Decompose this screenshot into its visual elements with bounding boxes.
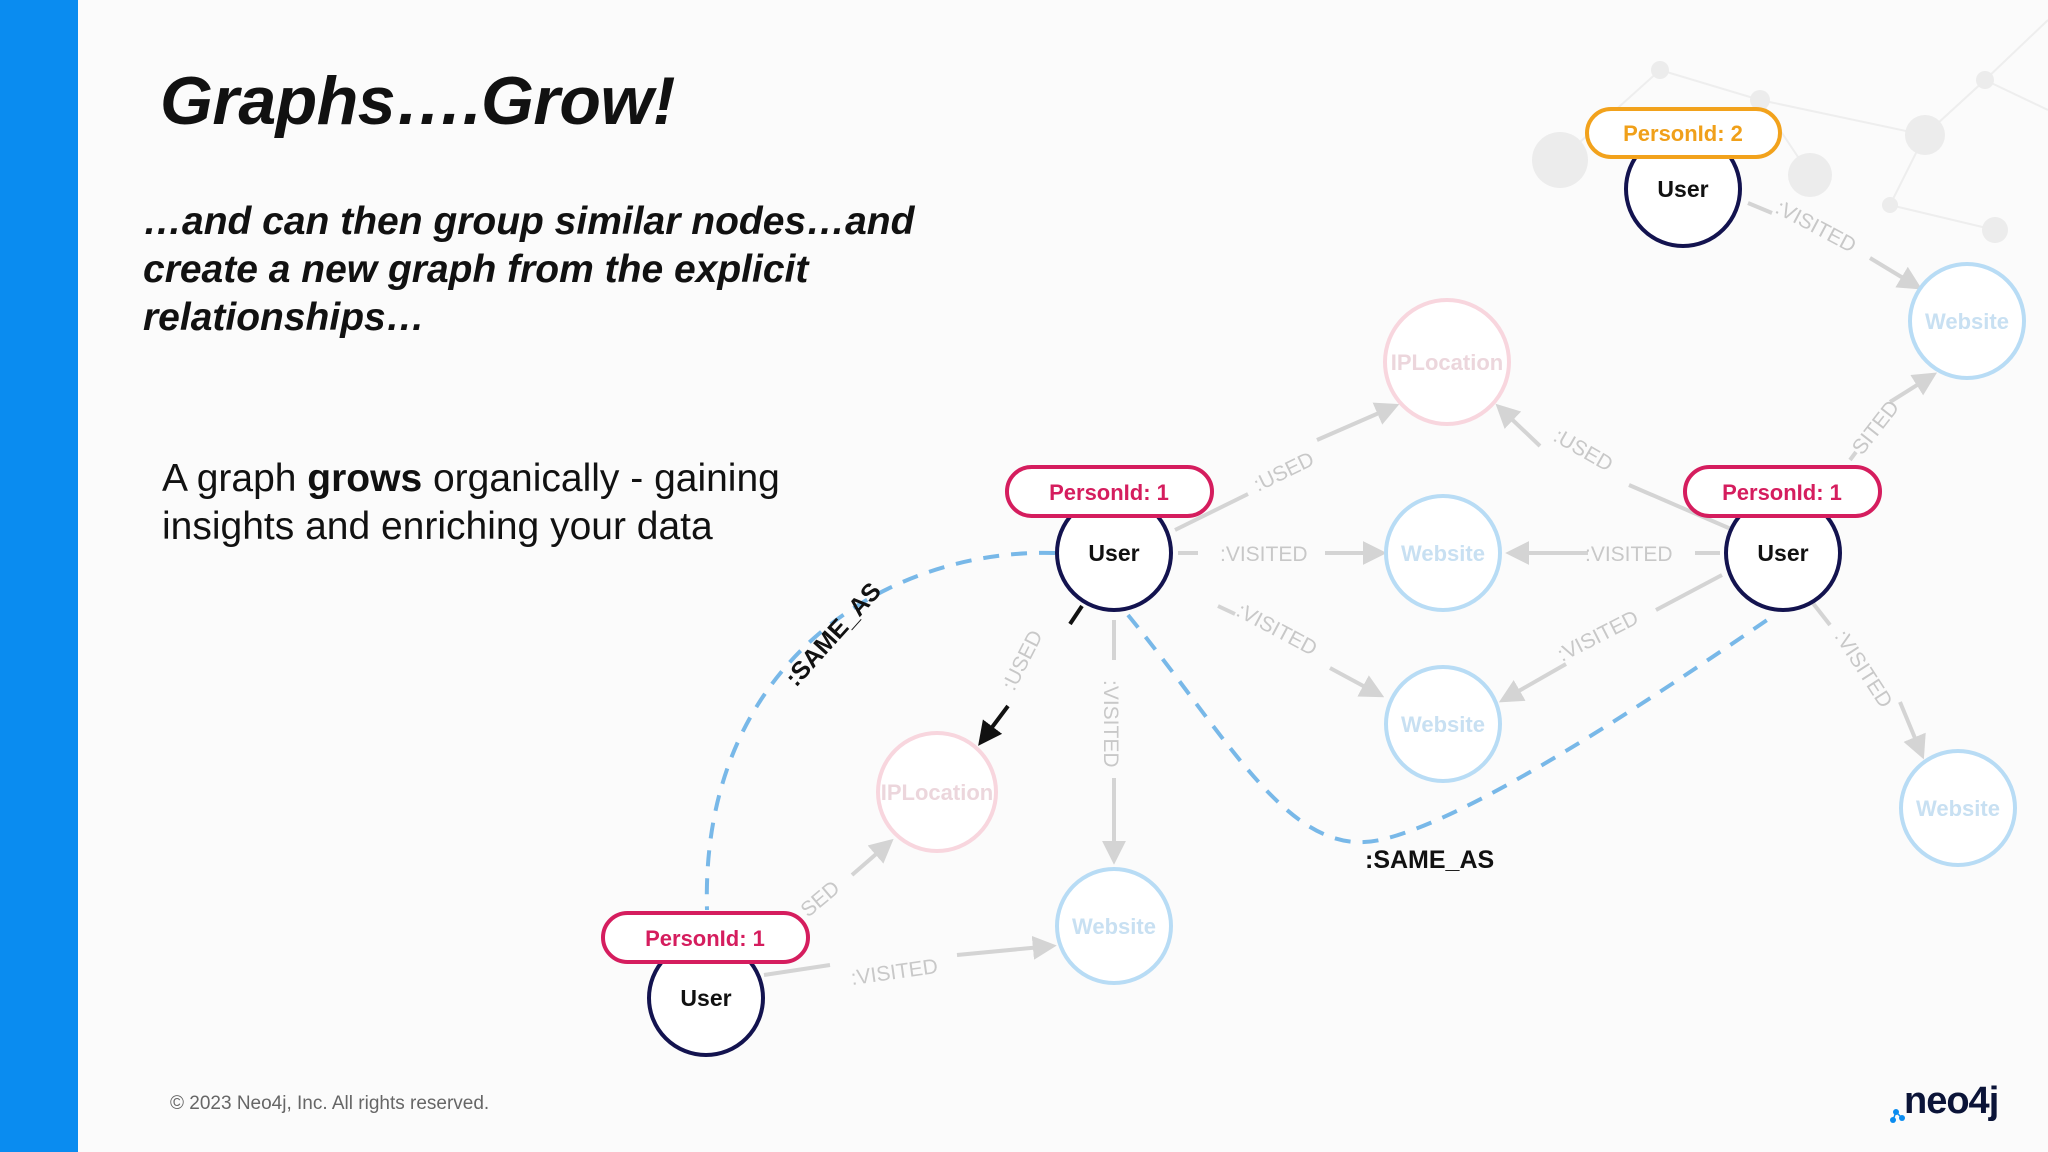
person-id-badge-right: PersonId: 1 xyxy=(1683,465,1882,518)
website-node: Website xyxy=(1055,867,1173,985)
user-node-right: User xyxy=(1724,494,1842,612)
rel-label-used: :USED xyxy=(1250,448,1318,497)
slide-title: Graphs….Grow! xyxy=(160,63,675,139)
rel-label-visited: :VISITED xyxy=(1099,680,1122,768)
rel-label-visited: :VISITED xyxy=(1220,543,1308,566)
rel-label-visited: :VISITED xyxy=(1554,606,1642,666)
rel-label-used-partial: SED xyxy=(796,876,844,921)
rel-label-visited: :VISITED xyxy=(849,955,939,990)
person-id-badge-top-right: PersonId: 2 xyxy=(1585,107,1782,159)
accent-bar xyxy=(0,0,78,1152)
svg-text:PersonId: 2: PersonId: 2 xyxy=(1623,121,1743,146)
rel-label-visited: :VISITED xyxy=(1233,599,1321,660)
rel-label-used: :USED xyxy=(998,627,1048,695)
svg-text:PersonId: 1: PersonId: 1 xyxy=(1722,480,1842,505)
rel-label-visited: :VISITED xyxy=(1585,543,1673,566)
rel-label-used: :USED xyxy=(1550,424,1617,476)
svg-text:IPLocation: IPLocation xyxy=(1391,350,1503,375)
same-as-edge-left xyxy=(704,550,1056,911)
svg-text:PersonId: 1: PersonId: 1 xyxy=(1049,480,1169,505)
used-arrow-dark xyxy=(978,704,1010,746)
website-node: Website xyxy=(1384,494,1502,612)
same-as-label-right: :SAME_AS xyxy=(1365,846,1494,874)
copyright-notice: © 2023 Neo4j, Inc. All rights reserved. xyxy=(170,1093,490,1114)
body-text: A graph grows organically - gaining insi… xyxy=(162,455,862,551)
svg-text:Website: Website xyxy=(1072,914,1156,939)
background-network xyxy=(1532,19,2048,243)
user-node-center: User xyxy=(1055,494,1173,612)
person-id-badge-center: PersonId: 1 xyxy=(1005,465,1214,518)
svg-text:Website: Website xyxy=(1925,309,2009,334)
body-text-suffix: organically - gaining insights and enric… xyxy=(162,457,780,548)
neo4j-logo-mark xyxy=(1890,1109,1905,1123)
website-node: Website xyxy=(1908,262,2026,380)
iplocation-node: IPLocation xyxy=(876,731,998,853)
svg-text:User: User xyxy=(1657,176,1708,202)
svg-text:Website: Website xyxy=(1916,796,2000,821)
rel-label-visited: :VISITED xyxy=(1830,626,1897,712)
svg-text:Website: Website xyxy=(1401,541,1485,566)
svg-text:Website: Website xyxy=(1401,712,1485,737)
body-text-bold: grows xyxy=(307,457,423,500)
svg-text:IPLocation: IPLocation xyxy=(881,780,993,805)
svg-text:User: User xyxy=(1088,540,1139,566)
neo4j-logo-text: neo4j xyxy=(1904,1080,1999,1122)
same-as-label-left: :SAME_AS xyxy=(780,577,887,692)
neo4j-logo: neo4j xyxy=(1890,1080,2020,1130)
website-node: Website xyxy=(1384,665,1502,783)
svg-text:PersonId: 1: PersonId: 1 xyxy=(645,926,765,951)
used-relationship-dark xyxy=(1068,604,1084,626)
same-as-edge-right xyxy=(1126,613,1772,844)
rel-label-visited: :VISITED xyxy=(1772,196,1860,257)
body-text-prefix: A graph xyxy=(162,457,308,500)
person-id-badge-bottom-left: PersonId: 1 xyxy=(601,911,810,964)
website-node: Website xyxy=(1899,749,2017,867)
svg-text:User: User xyxy=(680,985,731,1011)
svg-text:User: User xyxy=(1757,540,1808,566)
faint-relationships xyxy=(763,201,1938,977)
iplocation-node: IPLocation xyxy=(1383,298,1511,426)
rel-label-visited-partial: SITED xyxy=(1848,396,1904,459)
slide-subtitle: …and can then group similar nodes…and cr… xyxy=(143,200,915,339)
